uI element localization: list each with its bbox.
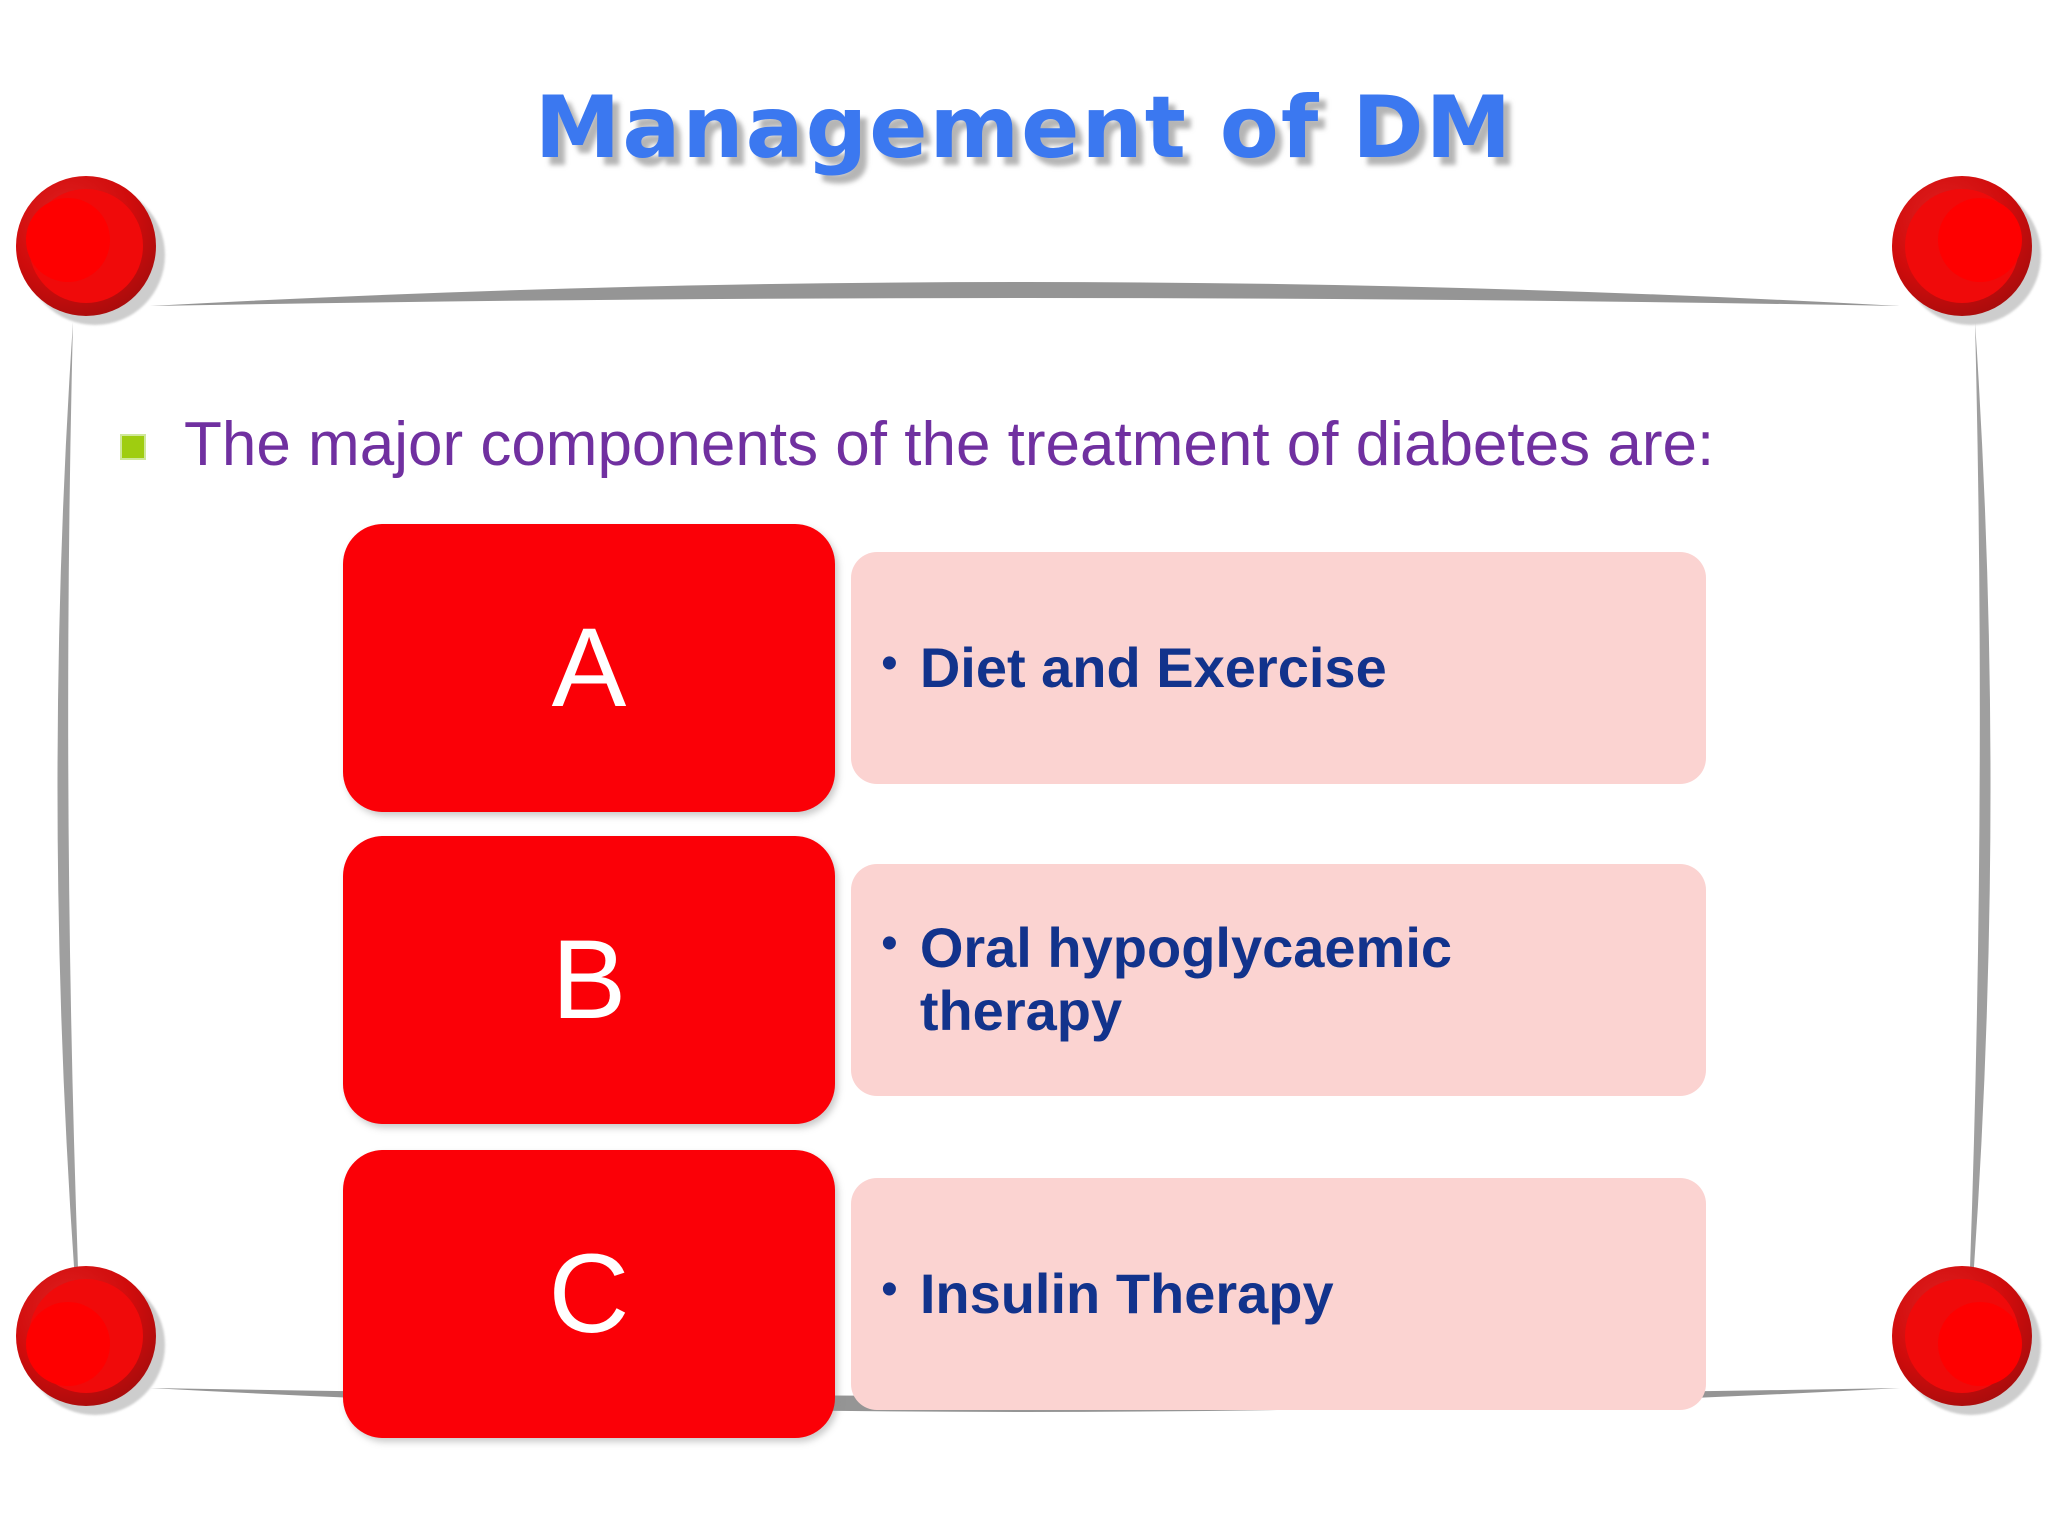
component-letter-box-a[interactable]: A — [343, 524, 835, 812]
corner-ornament-top-right — [1892, 176, 2041, 325]
component-detail-box-a[interactable]: • Diet and Exercise — [851, 552, 1706, 784]
component-row-a: A • Diet and Exercise — [0, 524, 2048, 812]
component-detail-text-c: Insulin Therapy — [919, 1261, 1334, 1325]
component-letter-c: C — [548, 1231, 630, 1356]
lead-bullet-text: The major components of the treatment of… — [184, 410, 1715, 479]
component-detail-inner-c: • Insulin Therapy — [851, 1261, 1356, 1326]
component-detail-box-c[interactable]: • Insulin Therapy — [851, 1178, 1706, 1410]
component-detail-inner-b: • Oral hypoglycaemic therapy — [851, 916, 1582, 1042]
component-row-c: C • Insulin Therapy — [0, 1150, 2048, 1438]
component-letter-a: A — [551, 605, 627, 730]
page-title: Management of DM — [534, 78, 1514, 178]
component-letter-box-b[interactable]: B — [343, 836, 835, 1124]
square-bullet-icon — [120, 434, 146, 460]
component-detail-text-b: Oral hypoglycaemic therapy — [919, 916, 1453, 1042]
component-letter-b: B — [551, 917, 627, 1042]
corner-ornament-inner-disc — [1938, 198, 2022, 282]
frame-line-top — [150, 282, 1900, 306]
round-bullet-icon: • — [881, 636, 898, 690]
corner-ornament-top-left — [16, 176, 165, 325]
corner-ornament-bottom-right — [1892, 1266, 2041, 1415]
corner-ornament-inner-disc — [26, 198, 110, 282]
lead-bullet-row: The major components of the treatment of… — [120, 412, 1950, 477]
component-detail-box-b[interactable]: • Oral hypoglycaemic therapy — [851, 864, 1706, 1096]
corner-ornament-bottom-left — [16, 1266, 165, 1415]
round-bullet-icon: • — [881, 917, 898, 971]
component-detail-text-a: Diet and Exercise — [919, 635, 1387, 699]
component-letter-box-c[interactable]: C — [343, 1150, 835, 1438]
component-row-b: B • Oral hypoglycaemic therapy — [0, 836, 2048, 1124]
corner-ornament-inner-disc — [26, 1302, 110, 1386]
component-detail-inner-a: • Diet and Exercise — [851, 635, 1409, 700]
round-bullet-icon: • — [881, 1262, 898, 1316]
corner-ornament-inner-disc — [1938, 1302, 2022, 1386]
